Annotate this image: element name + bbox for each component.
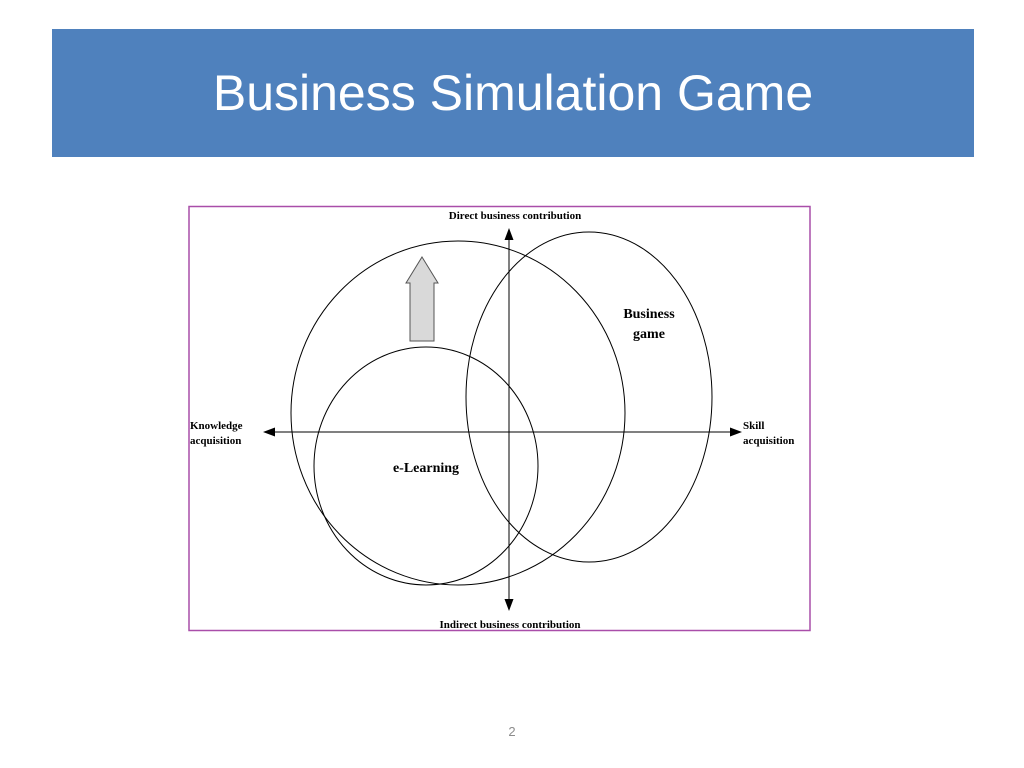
business-game-label-line1: Business (623, 307, 675, 322)
elearning-label: e-Learning (393, 461, 459, 476)
up-arrow-icon (405, 256, 439, 342)
right-axis-label-line2: acquisition (743, 435, 794, 447)
elearning-circle (313, 346, 539, 586)
right-axis-label-line1: Skill (743, 420, 764, 432)
business-game-label-line2: game (633, 327, 665, 342)
top-axis-label: Direct business contribution (449, 210, 581, 222)
title-bar: Business Simulation Game (52, 29, 974, 157)
bottom-axis-label: Indirect business contribution (440, 619, 581, 631)
outer-circle (290, 240, 626, 586)
slide-title: Business Simulation Game (212, 65, 814, 121)
business-game-ellipse (465, 231, 713, 563)
left-axis-label-line1: Knowledge (190, 420, 243, 432)
arrowhead-left (263, 427, 275, 437)
arrowhead-down (504, 599, 514, 611)
left-axis-label-line2: acquisition (190, 435, 241, 447)
page-number: 2 (508, 724, 516, 739)
arrowhead-up (504, 228, 514, 240)
diagram-frame (188, 205, 811, 632)
arrowhead-right (730, 427, 742, 437)
